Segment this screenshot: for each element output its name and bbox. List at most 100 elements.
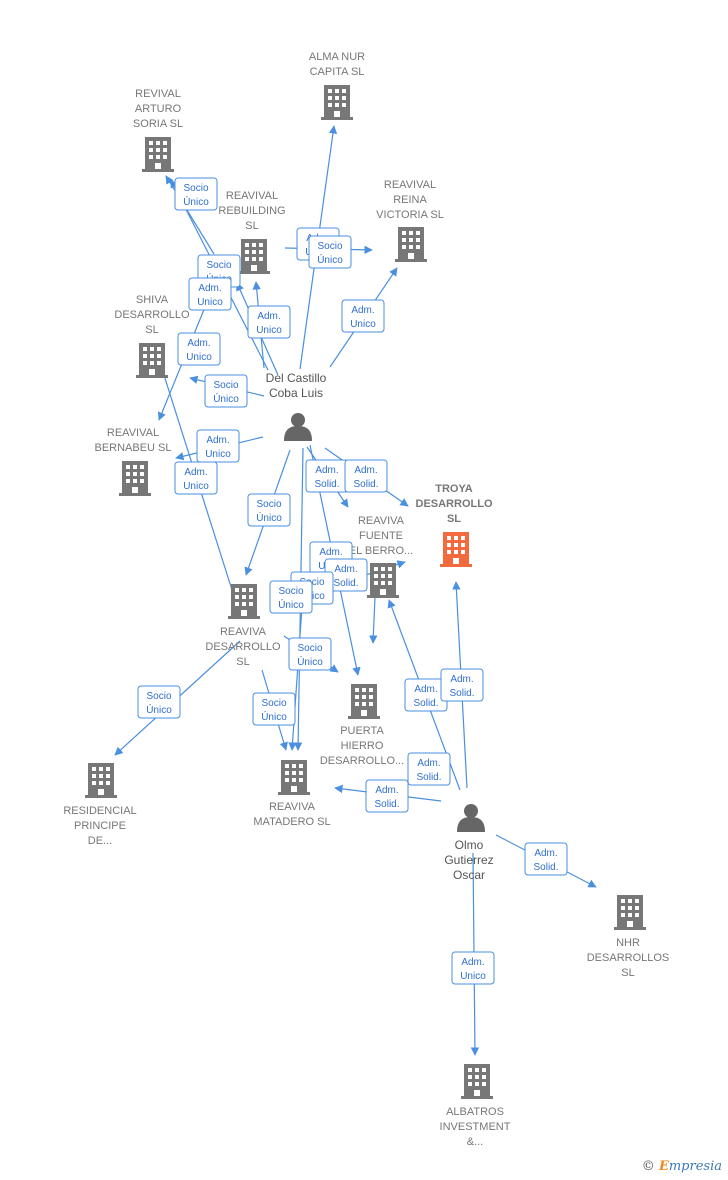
- relation-label-box: [365, 779, 409, 813]
- relation-label-box: [451, 951, 495, 985]
- relation-label-adm-solid[interactable]: Adm.Solid.: [407, 752, 451, 786]
- company-label-line: REAVIVA: [269, 801, 316, 813]
- relation-label-line: Adm.: [257, 311, 280, 322]
- company-label-line: REAVIVAL: [226, 190, 278, 202]
- relation-label-line: Socio: [297, 643, 322, 654]
- relation-label-box: [407, 752, 451, 786]
- relation-label-adm-unico[interactable]: Adm.Unico: [196, 429, 240, 463]
- relation-label-adm-unico[interactable]: Adm.Unico: [341, 299, 385, 333]
- company-label-line: EL BERRO...: [349, 545, 413, 557]
- relation-label-adm-unico[interactable]: Adm.Unico: [188, 277, 232, 311]
- building-icon: [348, 684, 380, 719]
- building-icon: [85, 763, 117, 798]
- relation-label-line: Solid.: [413, 698, 438, 709]
- building-icon: [119, 461, 151, 496]
- relation-label-box: [174, 177, 218, 211]
- company-label-line: TROYA: [435, 483, 473, 495]
- relation-label-line: Adm.: [534, 848, 557, 859]
- relation-label-adm-unico[interactable]: Adm.Unico: [174, 461, 218, 495]
- company-label-line: REINA: [393, 194, 427, 206]
- relation-label-adm-solid[interactable]: Adm.Solid.: [344, 459, 388, 493]
- person-label-line: Coba Luis: [269, 386, 323, 400]
- relation-label-adm-solid[interactable]: Adm.Solid.: [305, 459, 349, 493]
- relation-label-adm-solid[interactable]: Adm.Solid.: [365, 779, 409, 813]
- company-label-line: SL: [245, 220, 258, 232]
- relation-label-text: Adm.Solid.: [314, 465, 339, 490]
- relation-label-adm-unico[interactable]: Adm.Unico: [177, 332, 221, 366]
- relation-label-line: Adm.: [315, 465, 338, 476]
- relation-label-box: [174, 461, 218, 495]
- company-label-line: DE...: [88, 835, 112, 847]
- company-label-line: FUENTE: [359, 530, 403, 542]
- company-label-line: REVIVAL: [135, 88, 181, 100]
- company-label-line: SL: [621, 967, 634, 979]
- copyright-notice: © Empresia: [642, 1159, 722, 1174]
- building-icon: [136, 343, 168, 378]
- empresia-logo[interactable]: Empresia: [658, 1159, 722, 1174]
- relation-label-adm-solid[interactable]: Adm.Solid.: [440, 668, 484, 702]
- relation-label-adm-solid[interactable]: Adm.Solid.: [404, 678, 448, 712]
- building-icon: [228, 584, 260, 619]
- relation-label-line: Unico: [186, 352, 212, 363]
- company-label-line: REAVIVA: [220, 626, 267, 638]
- relation-label-box: [524, 842, 568, 876]
- relation-label-line: Adm.: [198, 283, 221, 294]
- relation-label-line: Adm.: [461, 957, 484, 968]
- relation-label-text: Adm.Solid.: [413, 684, 438, 709]
- relation-label-adm-solid[interactable]: Adm. Solid.: [524, 842, 568, 876]
- company-label-line: BERNABEU SL: [94, 442, 171, 454]
- relation-label-line: Único: [261, 710, 287, 723]
- person-label-line: Gutierrez: [444, 853, 493, 867]
- relation-label-text: Adm.Solid.: [449, 674, 474, 699]
- relation-label-box: [440, 668, 484, 702]
- company-label-line: SL: [145, 324, 158, 336]
- relation-label-line: Adm.: [417, 758, 440, 769]
- building-icon: [367, 563, 399, 598]
- relation-label-line: Unico: [460, 971, 486, 982]
- relation-label-line: Unico: [256, 325, 282, 336]
- relation-label-text: Adm.Solid.: [333, 564, 358, 589]
- relation-label-line: Socio: [317, 241, 342, 252]
- company-label-line: HIERRO: [341, 740, 384, 752]
- company-label-line: REAVIVAL: [384, 179, 436, 191]
- relation-label-line: Único: [183, 195, 209, 208]
- relation-label-line: Solid.: [333, 578, 358, 589]
- relation-label-box: [137, 685, 181, 719]
- relation-label-adm-unico[interactable]: Adm. Unico: [247, 305, 291, 339]
- person-icon: [457, 804, 485, 832]
- relation-label-line: Solid.: [533, 862, 558, 873]
- relation-label-adm-unico[interactable]: Adm. Unico: [451, 951, 495, 985]
